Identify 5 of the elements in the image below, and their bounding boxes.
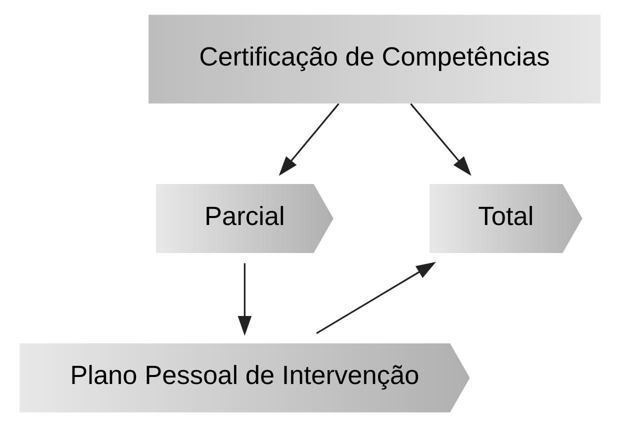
arrow (316, 262, 436, 334)
arrow (237, 263, 252, 336)
arrow (410, 103, 471, 176)
arrow (278, 103, 339, 176)
node-box: Certificação de Competências (148, 14, 600, 104)
